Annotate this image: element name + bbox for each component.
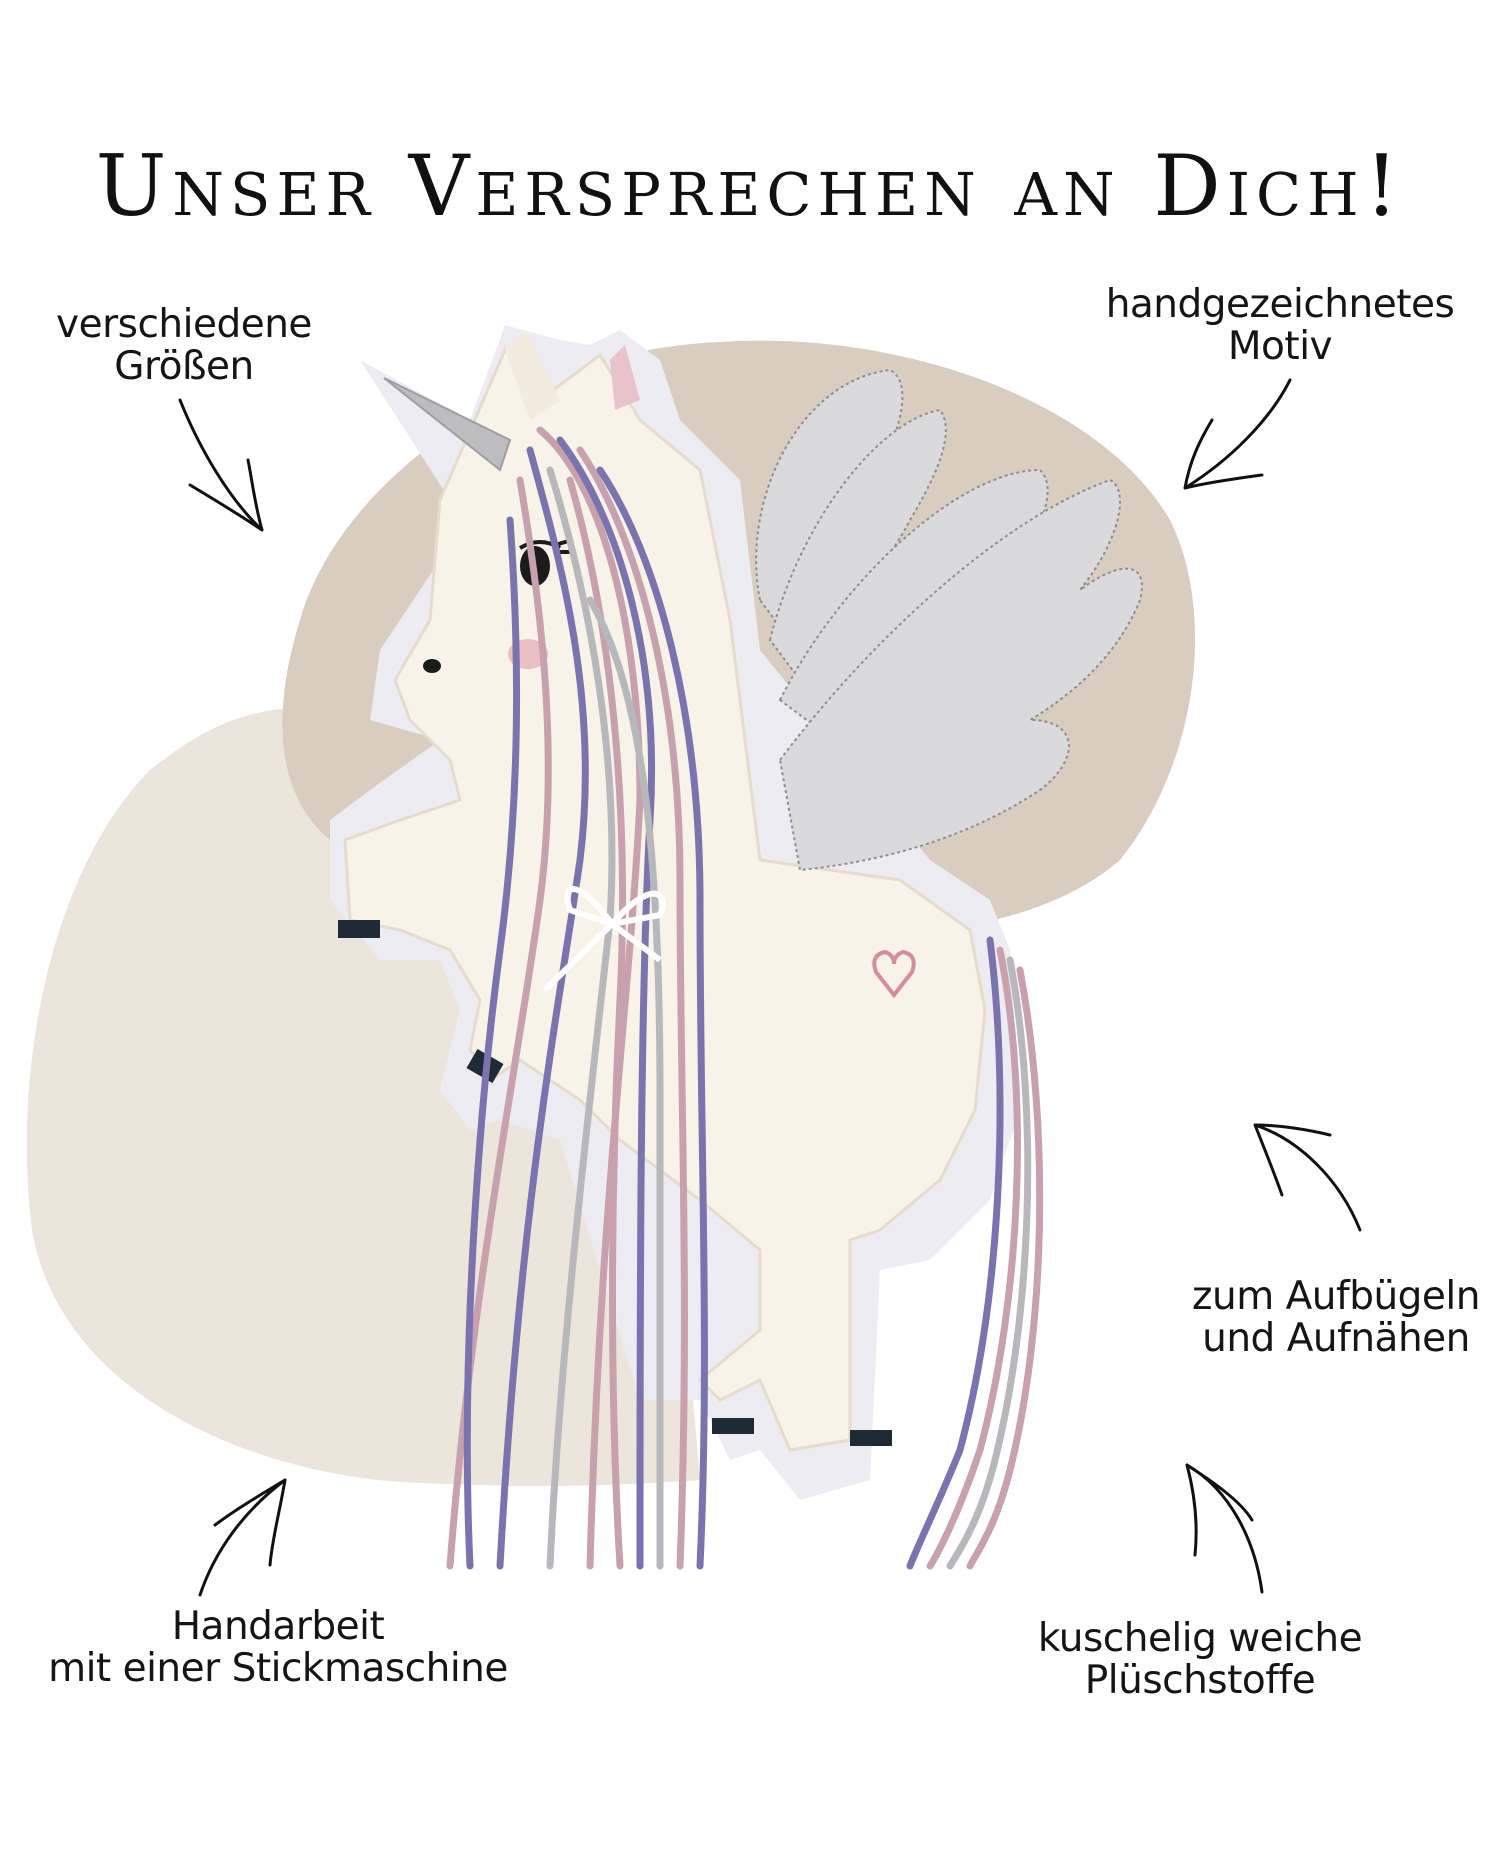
ear-left — [505, 330, 560, 420]
arrow-motif — [1183, 378, 1292, 490]
wings — [755, 368, 1143, 872]
heart — [872, 949, 916, 999]
nose — [423, 659, 441, 673]
arrow-plush — [1185, 1463, 1264, 1594]
feature-iron-on-line2: und Aufnähen — [1202, 1316, 1470, 1361]
feature-plush-line2: Plüschstoffe — [1084, 1658, 1316, 1703]
feature-plush: kuschelig weiche Plüschstoffe — [1010, 1618, 1390, 1702]
hoof — [712, 1418, 754, 1434]
arrows — [178, 378, 1362, 1597]
ear-right — [610, 345, 640, 410]
feature-sizes-line1: verschiedene — [56, 302, 312, 347]
ribbon-bow — [542, 886, 666, 993]
arrow-handmade — [198, 1478, 287, 1597]
feature-handmade-line2: mit einer Stickmaschine — [48, 1646, 508, 1691]
feature-iron-on-line1: zum Aufbügeln — [1192, 1274, 1480, 1319]
feature-motif-line2: Motiv — [1227, 324, 1333, 369]
page-title: Unser Versprechen an Dich! — [95, 137, 1405, 236]
hoof — [338, 920, 380, 938]
feature-sizes-line2: Größen — [114, 344, 254, 389]
arrow-iron-on — [1253, 1123, 1362, 1232]
hoof — [850, 1430, 892, 1446]
feature-sizes: verschiedene Größen — [34, 304, 334, 388]
feature-motif-line1: handgezeichnetes — [1105, 282, 1455, 327]
feature-plush-line1: kuschelig weiche — [1037, 1616, 1363, 1661]
feature-handmade-line1: Handarbeit — [171, 1604, 385, 1649]
horn — [383, 377, 512, 472]
feature-iron-on: zum Aufbügeln und Aufnähen — [1176, 1276, 1496, 1360]
arrow-sizes — [178, 398, 264, 532]
mane — [446, 426, 1044, 1570]
feature-motif: handgezeichnetes Motiv — [1080, 284, 1480, 368]
feature-handmade: Handarbeit mit einer Stickmaschine — [28, 1606, 528, 1690]
